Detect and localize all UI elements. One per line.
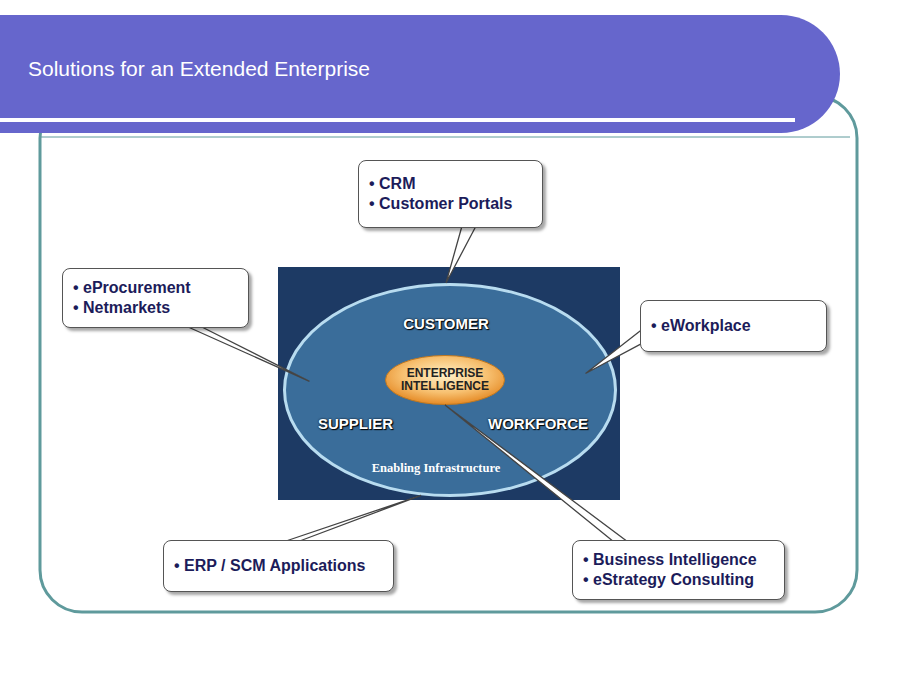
callout-box: • CRM• Customer Portals xyxy=(358,160,543,228)
infrastructure-ellipse: CUSTOMERENTERPRISE INTELLIGENCESUPPLIERW… xyxy=(283,283,617,497)
callout-tail xyxy=(186,326,310,381)
callout-tail xyxy=(586,329,642,373)
bullet-item: • CRM xyxy=(369,174,532,194)
bullet-item: • eWorkplace xyxy=(651,316,816,336)
workforce-circle-fill xyxy=(440,350,600,460)
circle-label: WORKFORCE xyxy=(488,415,648,433)
callout-box: • ERP / SCM Applications xyxy=(163,540,394,592)
bullet-item: • eProcurement xyxy=(73,278,238,298)
callout-tail xyxy=(283,495,421,542)
circle-label: CUSTOMER xyxy=(362,315,530,333)
circle-label: Enabling Infrastructure xyxy=(269,461,603,476)
callout-box: • eWorkplace xyxy=(640,300,827,352)
bullet-item: • Business Intelligence xyxy=(583,550,774,570)
slide-title: Solutions for an Extended Enterprise xyxy=(28,57,370,81)
supplier-circle-fill xyxy=(295,360,455,460)
bullet-item: • ERP / SCM Applications xyxy=(174,556,383,576)
callout-box: • Business Intelligence• eStrategy Consu… xyxy=(572,540,785,600)
title-rule xyxy=(0,118,795,122)
customer-circle-fill xyxy=(362,283,530,377)
slide-frame xyxy=(40,96,857,612)
intelligence-ellipse: ENTERPRISE INTELLIGENCE xyxy=(385,355,505,405)
bullet-item: • Customer Portals xyxy=(369,194,532,214)
intelligence-ellipse-fill xyxy=(386,356,505,405)
callout-tail xyxy=(446,226,476,283)
callout-box: • eProcurement• Netmarkets xyxy=(62,268,249,328)
circle-label: ENTERPRISE INTELLIGENCE xyxy=(385,367,505,393)
customer-circle: CUSTOMER xyxy=(362,283,530,377)
frame-rule xyxy=(40,137,850,138)
circle-label: SUPPLIER xyxy=(318,415,478,433)
title-bar xyxy=(0,15,840,133)
bullet-item: • Netmarkets xyxy=(73,298,238,318)
bullet-item: • eStrategy Consulting xyxy=(583,570,774,590)
